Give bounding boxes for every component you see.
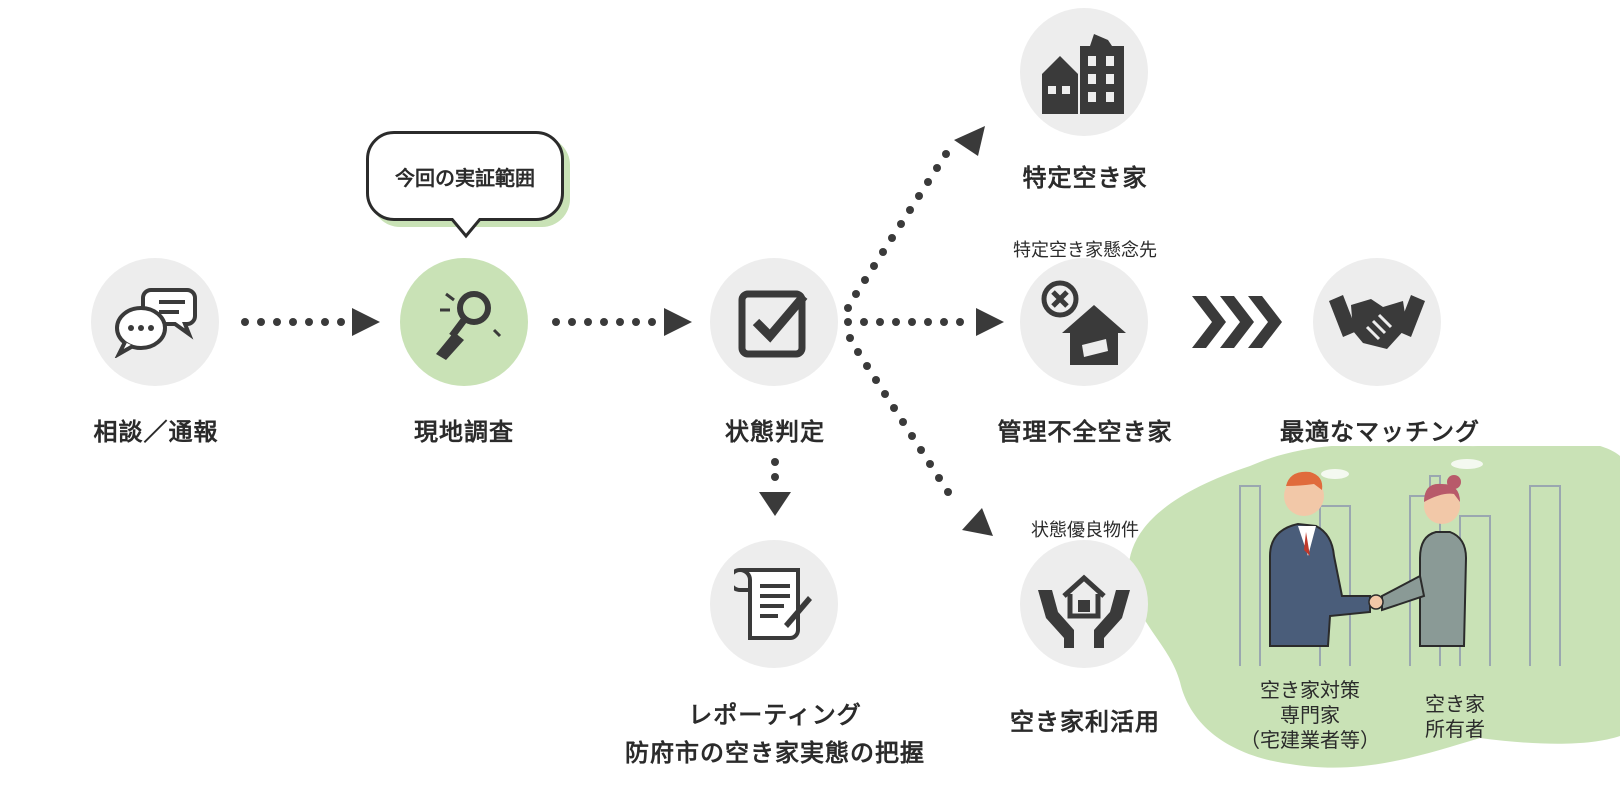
matching-background-blob	[1128, 446, 1620, 768]
matching-circle	[1313, 258, 1441, 386]
matching-label: 最適なマッチング	[1280, 418, 1480, 446]
utilization-label: 空き家利活用	[1010, 708, 1160, 736]
judgement-label: 状態判定	[725, 418, 825, 446]
reporting-label: レポーティング 防府市の空き家実態の把握	[590, 696, 960, 772]
specific-vacant-circle	[1020, 8, 1148, 136]
callout-tail	[449, 218, 483, 239]
owner-figure	[1368, 475, 1468, 647]
judgement-circle	[710, 258, 838, 386]
arrow-judgement-to-utilization	[846, 334, 993, 536]
damaged-house-icon	[1041, 280, 1126, 365]
expert-label: 空き家対策 専門家 （宅建業者等）	[1225, 678, 1395, 753]
specific-vacant-label: 特定空き家	[1022, 164, 1148, 192]
reporting-circle	[710, 540, 838, 668]
poor-management-circle	[1020, 258, 1148, 386]
document-icon	[734, 568, 812, 640]
reporting-label-line2: 防府市の空き家実態の把握	[625, 739, 925, 767]
owner-label: 空き家 所有者	[1400, 692, 1510, 742]
scope-callout: 今回の実証範囲	[366, 131, 564, 221]
poor-management-label: 管理不全空き家	[997, 418, 1173, 446]
handshake-icon	[1329, 295, 1425, 349]
arrow-survey-to-judgement	[552, 308, 692, 336]
expert-label-line3: （宅建業者等）	[1240, 728, 1380, 752]
survey-label: 現地調査	[414, 418, 514, 446]
consult-circle	[91, 258, 219, 386]
magnifier-icon	[436, 291, 502, 360]
arrow-judgement-to-reporting	[759, 458, 791, 516]
checkbox-icon	[738, 290, 808, 358]
owner-label-line1: 空き家	[1425, 692, 1485, 716]
arrow-judgement-to-specific	[844, 126, 985, 312]
survey-circle	[400, 258, 528, 386]
expert-label-line1: 空き家対策	[1260, 678, 1360, 702]
utilization-circle	[1020, 540, 1148, 668]
buildings-icon	[1042, 34, 1124, 114]
house-in-hands-icon	[1038, 574, 1130, 648]
consult-label: 相談／通報	[93, 418, 219, 446]
scope-callout-text: 今回の実証範囲	[395, 165, 535, 190]
arrow-judgement-to-poor	[844, 308, 1004, 336]
poor-management-prelabel: 特定空き家懸念先	[1013, 240, 1157, 261]
chat-bubbles-icon	[114, 288, 197, 358]
good-condition-prelabel: 状態優良物件	[1031, 520, 1139, 541]
expert-figure	[1269, 471, 1371, 647]
expert-label-line2: 専門家	[1280, 703, 1340, 727]
triple-chevron-icon	[1192, 296, 1282, 348]
owner-label-line2: 所有者	[1425, 717, 1485, 741]
reporting-label-line1: レポーティング	[688, 701, 862, 729]
arrow-consult-to-survey	[241, 308, 380, 336]
